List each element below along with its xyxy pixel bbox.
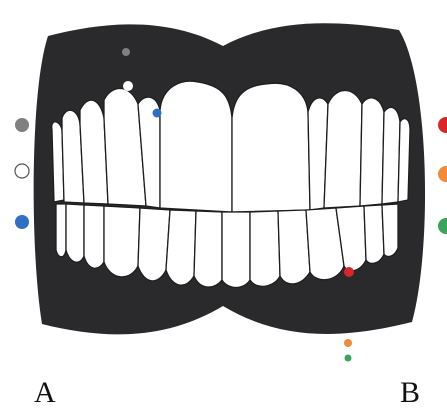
upper-tooth bbox=[160, 81, 232, 212]
legend-a-white-dot bbox=[15, 164, 29, 178]
lower-tooth bbox=[138, 208, 170, 281]
lower-tooth bbox=[84, 205, 104, 268]
lower-tooth bbox=[382, 204, 398, 256]
lower-tooth bbox=[278, 210, 310, 284]
marker-green-bottom bbox=[345, 355, 352, 362]
legend-b-orange-dot bbox=[438, 166, 447, 182]
marker-gray-top bbox=[122, 48, 130, 56]
upper-tooth bbox=[360, 98, 384, 206]
lower-tooth bbox=[104, 206, 140, 277]
label-b: B bbox=[400, 378, 420, 408]
lower-tooth bbox=[364, 205, 384, 263]
upper-tooth bbox=[398, 119, 410, 202]
legend-a-gray-dot bbox=[15, 118, 29, 132]
lower-tooth bbox=[166, 210, 196, 285]
upper-tooth bbox=[324, 91, 362, 209]
legend-a bbox=[15, 118, 29, 229]
lower-tooth bbox=[56, 204, 66, 257]
lower-tooth bbox=[250, 211, 280, 286]
lower-tooth bbox=[66, 204, 84, 262]
marker-red-tooth bbox=[344, 267, 354, 277]
legend-b-red-dot bbox=[438, 117, 447, 133]
upper-tooth bbox=[382, 107, 400, 204]
upper-tooth bbox=[232, 83, 310, 212]
legend-b bbox=[438, 117, 447, 234]
marker-white-top bbox=[123, 81, 133, 91]
legend-b-green-dot bbox=[438, 218, 447, 234]
marker-blue-top bbox=[153, 109, 162, 118]
lower-tooth bbox=[194, 211, 222, 287]
label-a: A bbox=[34, 378, 56, 408]
legend-a-blue-dot bbox=[15, 215, 29, 229]
lower-tooth bbox=[222, 212, 250, 288]
marker-orange-bottom bbox=[344, 339, 352, 347]
